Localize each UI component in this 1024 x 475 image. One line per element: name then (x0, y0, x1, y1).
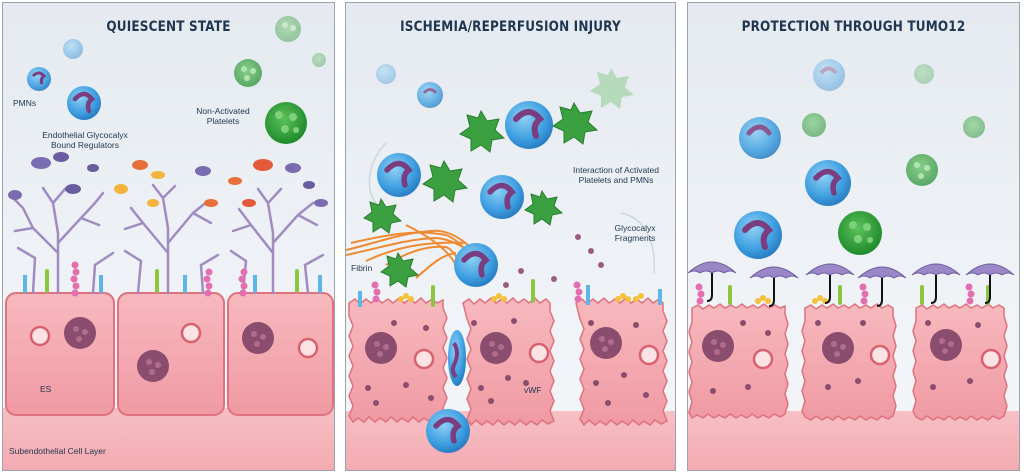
damaged-endothelial-cell (348, 296, 448, 424)
resting-platelet (234, 59, 262, 87)
label-pmns: PMNs (13, 98, 37, 108)
pmn-cell (67, 86, 101, 120)
membrane-receptors (23, 269, 322, 293)
pink-chain-regulators (695, 283, 975, 305)
label-platelets: Non-Activated Platelets (196, 106, 250, 126)
pmn-cell (426, 409, 470, 453)
endothelial-cell (227, 292, 334, 416)
resting-platelet (265, 102, 307, 144)
resting-platelet (802, 113, 826, 137)
endothelial-cell (801, 303, 897, 421)
endothelial-cell (5, 292, 115, 416)
tumo12-umbrellas (688, 261, 1015, 307)
label-subendothelial: Subendothelial Cell Layer (9, 446, 106, 456)
label-interaction: Interaction of Activated Platelets and P… (573, 165, 659, 185)
pmn-cell (27, 67, 51, 91)
pmn-cell (417, 82, 443, 108)
label-glycocalyx: Endothelial Glycocalyx Bound Regulators (42, 130, 128, 150)
resting-platelet (275, 16, 301, 42)
glycocalyx-fragments (503, 234, 604, 288)
panel-title: QUIESCENT STATE (106, 19, 231, 35)
quiescent-illustration (3, 16, 334, 470)
bound-regulators (8, 152, 328, 207)
pmn-cell (734, 211, 782, 259)
umbrella-icon (688, 261, 737, 302)
pmn-cell (739, 117, 781, 159)
umbrella-icon (857, 266, 907, 307)
subendothelial-layer (3, 408, 334, 470)
panel-quiescent-state: QUIESCENT STATE PMNs Endothelial Glycoca… (2, 2, 335, 471)
umbrella-icon (911, 263, 961, 304)
pink-chain-regulators (70, 261, 248, 297)
endothelial-cell (117, 292, 225, 416)
label-es: ES (40, 384, 52, 394)
resting-platelet (914, 64, 934, 84)
glycocalyx (11, 183, 325, 295)
activated-platelet (590, 68, 634, 109)
resting-platelet (838, 211, 882, 255)
endothelial-cell (912, 303, 1008, 421)
pmn-cell (63, 39, 83, 59)
pmn-cell (813, 59, 845, 91)
label-vwf: vWF (524, 385, 542, 395)
activated-platelet (363, 101, 599, 288)
pmn-cell (480, 175, 524, 219)
pmn-cell (376, 64, 396, 84)
panel-ischemia-reperfusion: ISCHEMIA/REPERFUSION INJURY Interaction … (345, 2, 676, 471)
label-glycocalyx-fragments: Glycocalyx Fragments (614, 223, 656, 243)
vwf-clusters (398, 293, 644, 302)
damaged-endothelial-cell (575, 296, 668, 427)
vwf-clusters (755, 295, 828, 304)
endothelial-cell (688, 303, 789, 420)
umbrella-icon (749, 266, 799, 307)
pmn-cell (805, 160, 851, 206)
damaged-endothelial-cell (462, 296, 555, 427)
membrane-receptors (728, 285, 990, 305)
pmn-cell (377, 153, 421, 197)
resting-platelet (963, 116, 985, 138)
umbrella-icon (805, 263, 855, 304)
resting-platelet (312, 53, 326, 67)
resting-platelet (906, 154, 938, 186)
umbrella-icon (965, 263, 1015, 304)
subendothelial-layer (688, 411, 1019, 470)
pmn-cell (505, 101, 553, 149)
transmigrating-pmn (448, 330, 466, 386)
panel-title: PROTECTION THROUGH TUMO12 (741, 19, 966, 35)
label-fibrin: Fibrin (351, 263, 373, 273)
pmn-cell (454, 243, 498, 287)
panel-title: ISCHEMIA/REPERFUSION INJURY (400, 19, 621, 35)
protection-illustration (688, 59, 1019, 470)
ischemia-illustration (346, 64, 675, 470)
pink-chain-regulators (371, 281, 583, 303)
membrane-receptors (358, 279, 662, 307)
panel-protection-tumo12: PROTECTION THROUGH TUMO12 (687, 2, 1020, 471)
